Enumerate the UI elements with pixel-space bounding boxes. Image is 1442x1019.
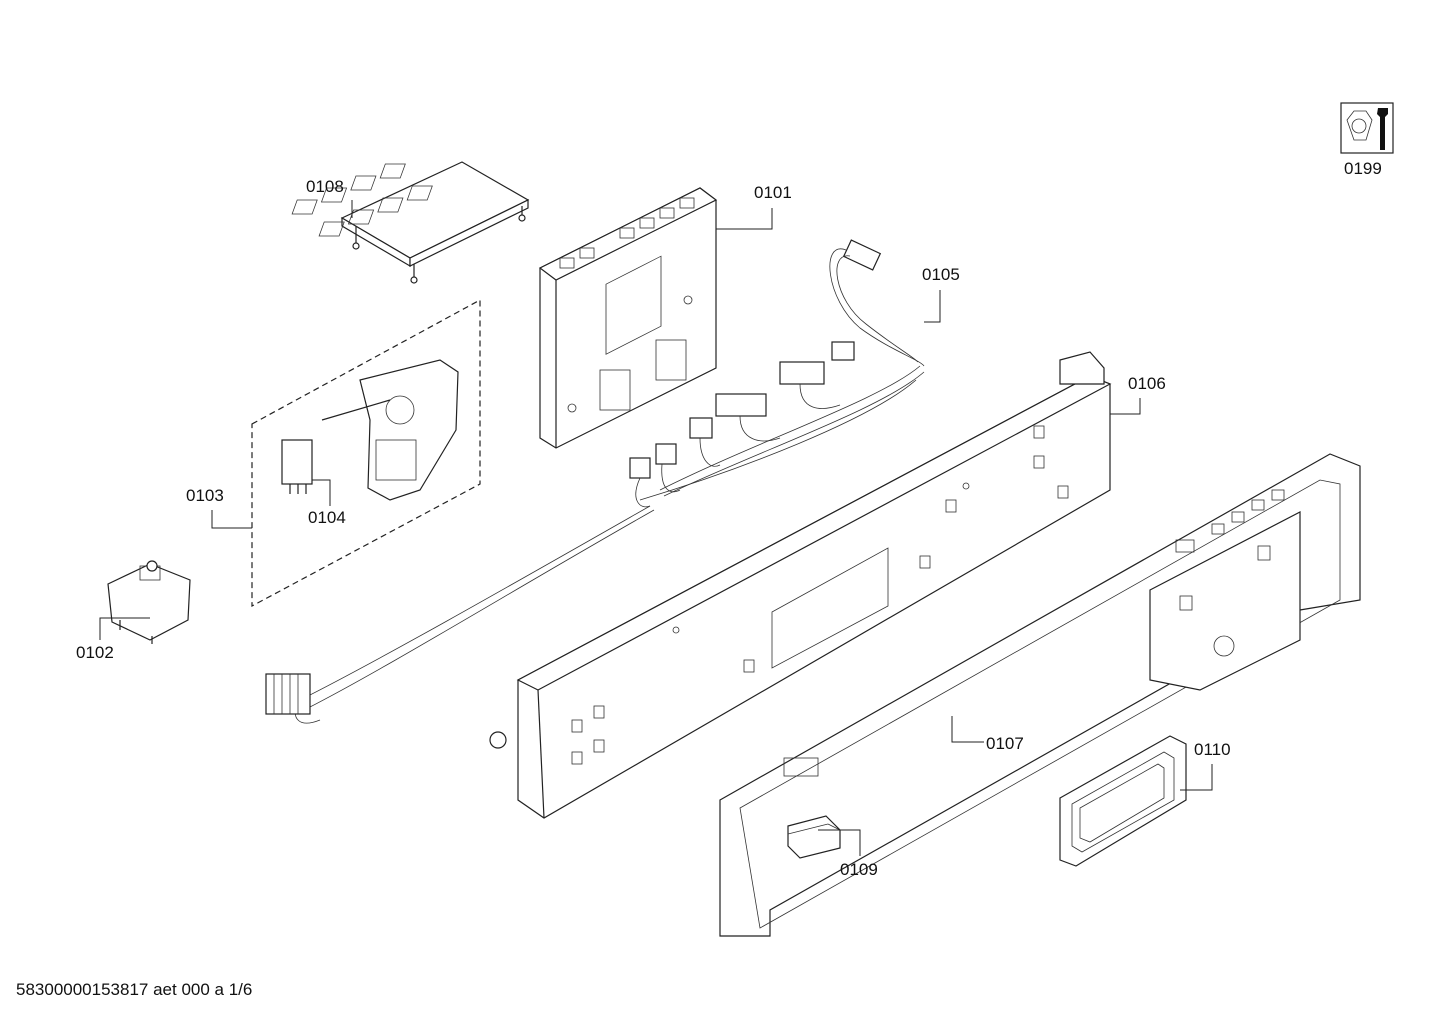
part-0102-component [107, 560, 191, 644]
part-0106-panel-frame [489, 351, 1112, 819]
part-0103-dispenser-mechanism [321, 359, 459, 501]
label-0103: 0103 [186, 486, 224, 505]
label-0106: 0106 [1128, 374, 1166, 393]
label-0109: 0109 [840, 860, 878, 879]
label-0110: 0110 [1194, 740, 1231, 759]
leader-lines [99, 200, 1213, 856]
part-0104-switch [281, 439, 313, 494]
part-0105-wiring-harness [265, 239, 925, 724]
part-0107-fascia [719, 453, 1361, 937]
label-0101: 0101 [754, 183, 792, 202]
label-0107: 0107 [986, 734, 1024, 753]
part-0103-group [251, 298, 481, 608]
part-0101-control-module [538, 187, 718, 449]
label-0105: 0105 [922, 265, 960, 284]
part-0109-small-part [787, 815, 841, 859]
label-0104: 0104 [308, 508, 346, 527]
part-0110-handle-recess [1059, 735, 1187, 867]
label-0108: 0108 [306, 177, 344, 196]
part-0108-keypad-mat [291, 161, 530, 284]
nut-and-wrench-icon [1340, 102, 1394, 154]
label-0199: 0199 [1344, 159, 1382, 178]
label-0102: 0102 [76, 643, 114, 662]
document-footer-code: 58300000153817 aet 000 a 1/6 [16, 980, 253, 999]
